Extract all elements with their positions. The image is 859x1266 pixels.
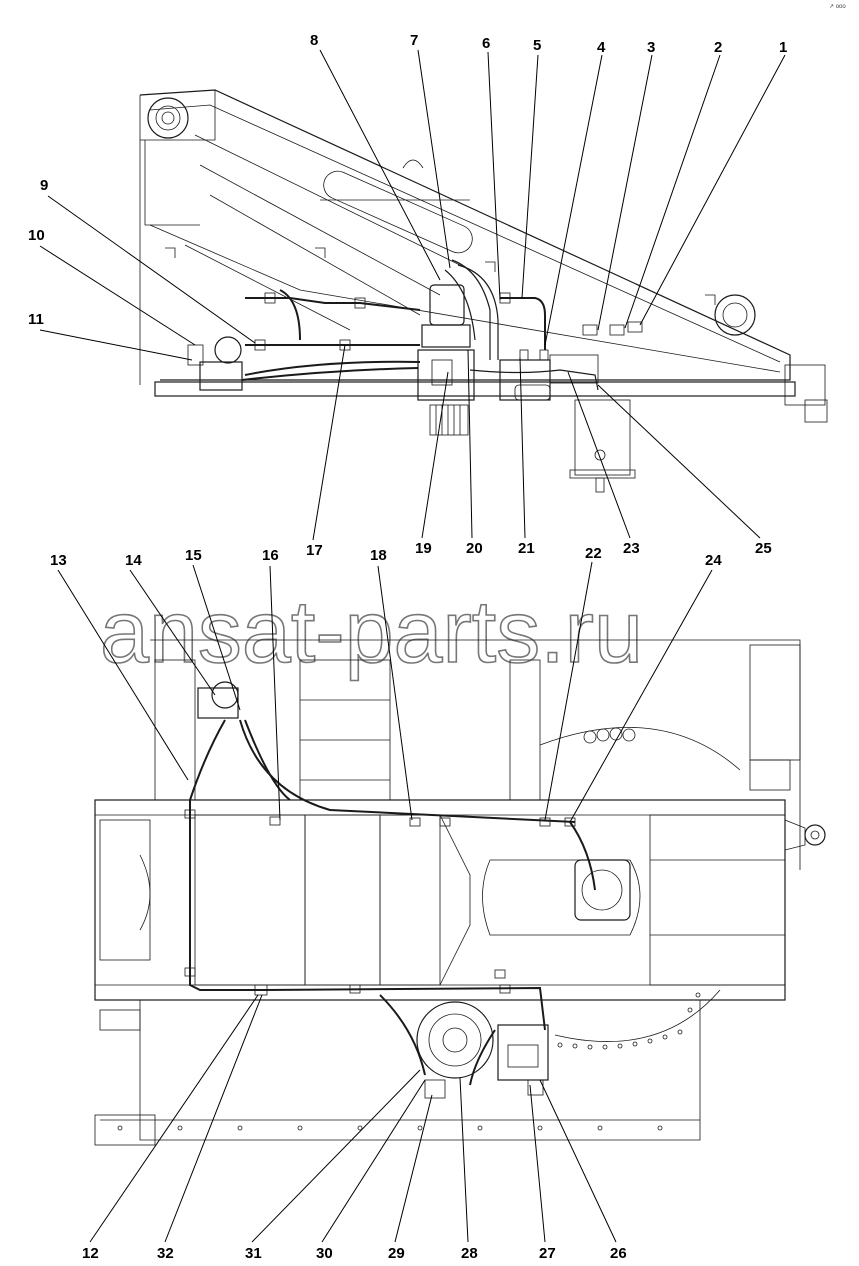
callout-6: 6: [482, 35, 490, 52]
leader-line-19: [421, 371, 449, 539]
callout-32: 32: [157, 1245, 174, 1262]
leader-line-22: [544, 561, 593, 821]
leader-line-20: [467, 349, 473, 539]
callout-10: 10: [28, 227, 45, 244]
leader-line-8: [319, 49, 441, 281]
callout-26: 26: [610, 1245, 627, 1262]
leader-line-28: [459, 1077, 469, 1243]
callout-9: 9: [40, 177, 48, 194]
callout-2: 2: [714, 39, 722, 56]
leader-line-12: [89, 994, 259, 1243]
watermark-text: ansat-parts.ru: [100, 582, 643, 681]
callout-14: 14: [125, 552, 142, 569]
leader-line-18: [377, 565, 413, 821]
leader-line-24: [569, 569, 713, 823]
callout-leader-lines: [39, 49, 786, 1243]
leader-line-11: [39, 329, 193, 361]
leader-line-10: [39, 245, 196, 346]
leader-line-21: [519, 357, 526, 539]
callout-27: 27: [539, 1245, 556, 1262]
upper-frame-side-view: [139, 89, 828, 493]
callout-numbers-top: 1 2 3 4 5 6 7 8 9 10 11 17 19 20 21 23 2…: [28, 32, 787, 559]
leader-line-25: [597, 384, 761, 539]
leader-line-7: [417, 49, 451, 269]
callout-1: 1: [779, 39, 787, 56]
leader-line-4: [544, 54, 603, 346]
leader-line-1: [639, 54, 786, 326]
leader-line-27: [529, 1084, 546, 1243]
leader-line-32: [164, 994, 263, 1243]
callout-8: 8: [310, 32, 318, 49]
callout-12: 12: [82, 1245, 99, 1262]
callout-21: 21: [518, 540, 535, 557]
callout-15: 15: [185, 547, 202, 564]
callout-13: 13: [50, 552, 67, 569]
callout-22: 22: [585, 545, 602, 562]
callout-16: 16: [262, 547, 279, 564]
leader-line-29: [394, 1094, 433, 1243]
callout-7: 7: [410, 32, 418, 49]
callout-3: 3: [647, 39, 655, 56]
leader-line-17: [312, 344, 346, 541]
callout-numbers-bottom: 12 13 14 15 16 18 22 24 26 27 28 29 30 3…: [50, 545, 722, 1262]
callout-24: 24: [705, 552, 722, 569]
leader-line-3: [597, 54, 653, 331]
corner-mark: ↗ ooo: [829, 4, 846, 10]
leader-line-23: [567, 371, 631, 539]
leader-line-13: [57, 569, 189, 781]
callout-4: 4: [597, 39, 606, 56]
leader-line-16: [269, 565, 281, 821]
leader-line-5: [521, 54, 539, 299]
callout-30: 30: [316, 1245, 333, 1262]
callout-19: 19: [415, 540, 432, 557]
callout-25: 25: [755, 540, 772, 557]
leader-line-31: [251, 1069, 421, 1243]
callout-20: 20: [466, 540, 483, 557]
leader-line-2: [624, 54, 721, 329]
callout-18: 18: [370, 547, 387, 564]
callout-11: 11: [28, 311, 44, 328]
callout-31: 31: [245, 1245, 262, 1262]
callout-29: 29: [388, 1245, 405, 1262]
leader-line-6: [487, 51, 501, 301]
callout-23: 23: [623, 540, 640, 557]
callout-28: 28: [461, 1245, 478, 1262]
leader-line-14: [129, 569, 216, 696]
leader-line-15: [192, 564, 241, 711]
leader-line-30: [321, 1079, 426, 1243]
callout-17: 17: [306, 542, 323, 559]
callout-5: 5: [533, 37, 541, 54]
leader-line-9: [47, 195, 256, 344]
lower-frame-plan-view: [94, 639, 826, 1146]
leader-line-26: [539, 1079, 617, 1243]
